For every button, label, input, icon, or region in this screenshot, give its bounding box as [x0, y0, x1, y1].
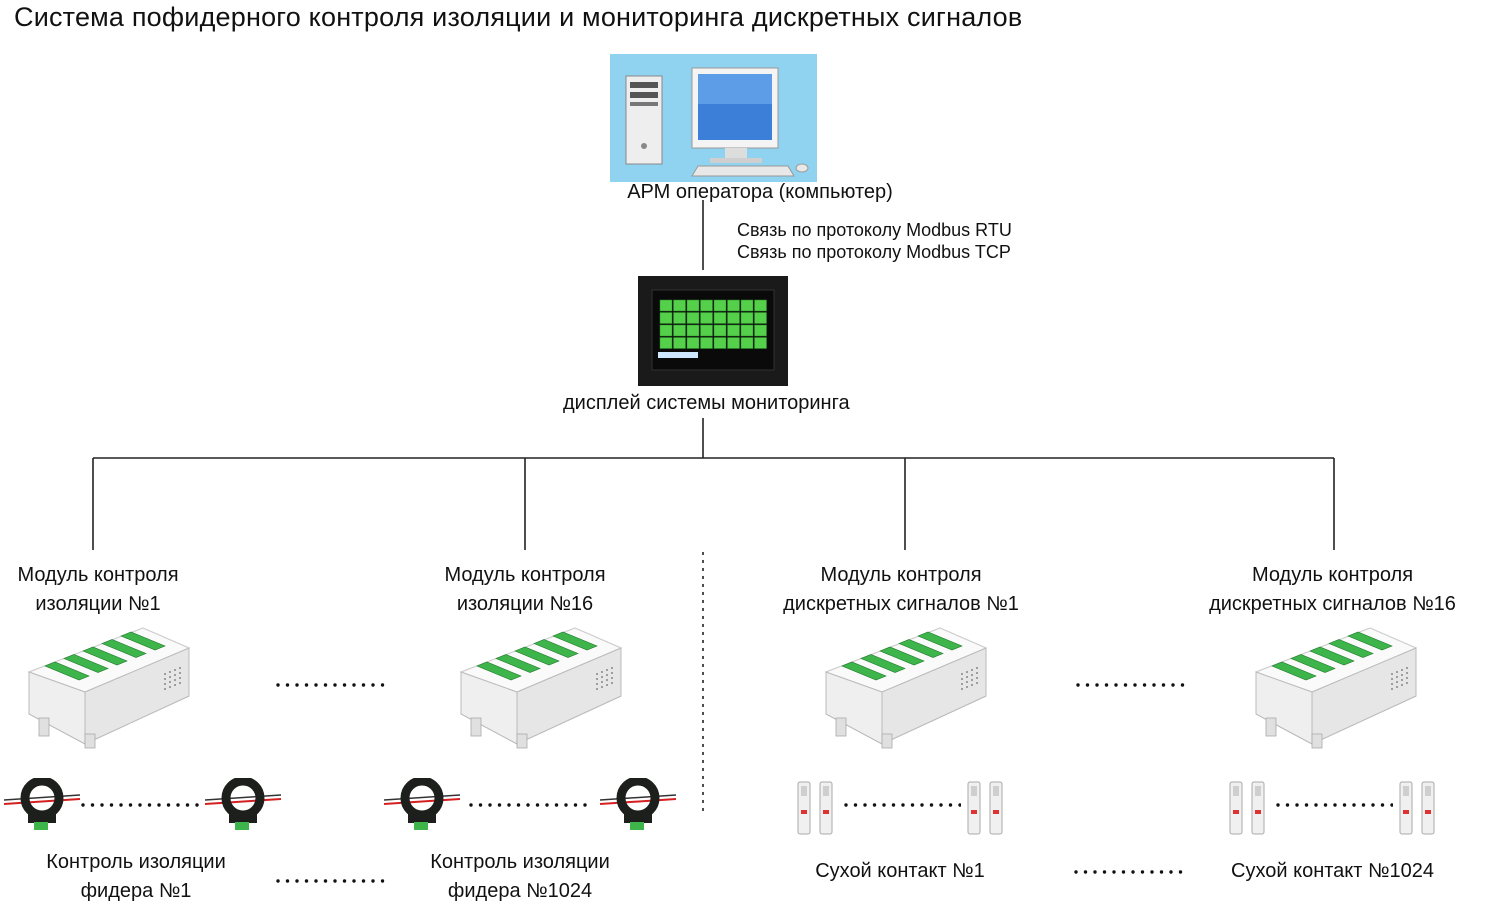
current-sensor-icon — [4, 778, 80, 830]
module-line2: изоляции №1 — [35, 593, 161, 615]
diagram-title: Система пофидерного контроля изоляции и … — [14, 2, 1023, 32]
dry-contact-icon — [797, 781, 833, 835]
dry-contact-icon — [967, 781, 1003, 835]
dry-contact-1-label: Сухой контакт №1 — [815, 860, 985, 882]
ellipsis-dots — [1076, 683, 1185, 687]
module-line1: Модуль контроля — [444, 564, 606, 586]
module-line2: дискретных сигналов №16 — [1209, 593, 1456, 615]
module-line2: дискретных сигналов №1 — [783, 593, 1019, 615]
feeder-line1: Контроль изоляции — [46, 851, 226, 873]
ellipsis-dots — [276, 683, 385, 687]
feeder-1-label: Контроль изоляции фидера №1 — [16, 848, 256, 906]
module-discrete-16-label: Модуль контроля дискретных сигналов №16 — [1180, 561, 1485, 619]
feeder-1024-label: Контроль изоляции фидера №1024 — [400, 848, 640, 906]
feeder-line2: фидера №1 — [80, 880, 192, 902]
current-sensor-icon — [384, 778, 460, 830]
module-insulation-1-label: Модуль контроля изоляции №1 — [0, 561, 198, 619]
ellipsis-dots — [81, 803, 199, 807]
ellipsis-dots — [1276, 803, 1393, 807]
discrete-module-1-icon — [824, 627, 988, 749]
module-line1: Модуль контроля — [1251, 564, 1414, 586]
display-label: дисплей системы мониторинга — [563, 392, 850, 414]
current-sensor-icon — [205, 778, 281, 830]
monitoring-display-icon — [638, 276, 788, 386]
ellipsis-dots — [844, 803, 961, 807]
feeder-line1: Контроль изоляции — [430, 851, 610, 873]
module-line1: Модуль контроля — [820, 564, 982, 586]
insulation-module-1-icon — [27, 627, 191, 749]
insulation-module-16-icon — [459, 627, 623, 749]
ellipsis-dots — [1074, 870, 1183, 874]
ellipsis-dots — [469, 803, 587, 807]
dry-contact-icon — [1229, 781, 1265, 835]
computer-icon — [610, 54, 817, 182]
module-line1: Модуль контроля — [17, 564, 179, 586]
dry-contact-icon — [1399, 781, 1435, 835]
protocol-rtu-label: Связь по протоколу Modbus RTU — [737, 220, 1012, 240]
operator-label: АРМ оператора (компьютер) — [627, 181, 893, 203]
current-sensor-icon — [600, 778, 676, 830]
dry-contact-1024-label: Сухой контакт №1024 — [1231, 860, 1434, 882]
module-insulation-16-label: Модуль контроля изоляции №16 — [415, 561, 635, 619]
feeder-line2: фидера №1024 — [447, 880, 593, 902]
ellipsis-dots — [276, 879, 385, 883]
module-discrete-1-label: Модуль контроля дискретных сигналов №1 — [751, 561, 1051, 619]
protocol-tcp-label: Связь по протоколу Modbus TCP — [737, 242, 1011, 262]
discrete-module-16-icon — [1254, 627, 1418, 749]
module-line2: изоляции №16 — [456, 593, 594, 615]
